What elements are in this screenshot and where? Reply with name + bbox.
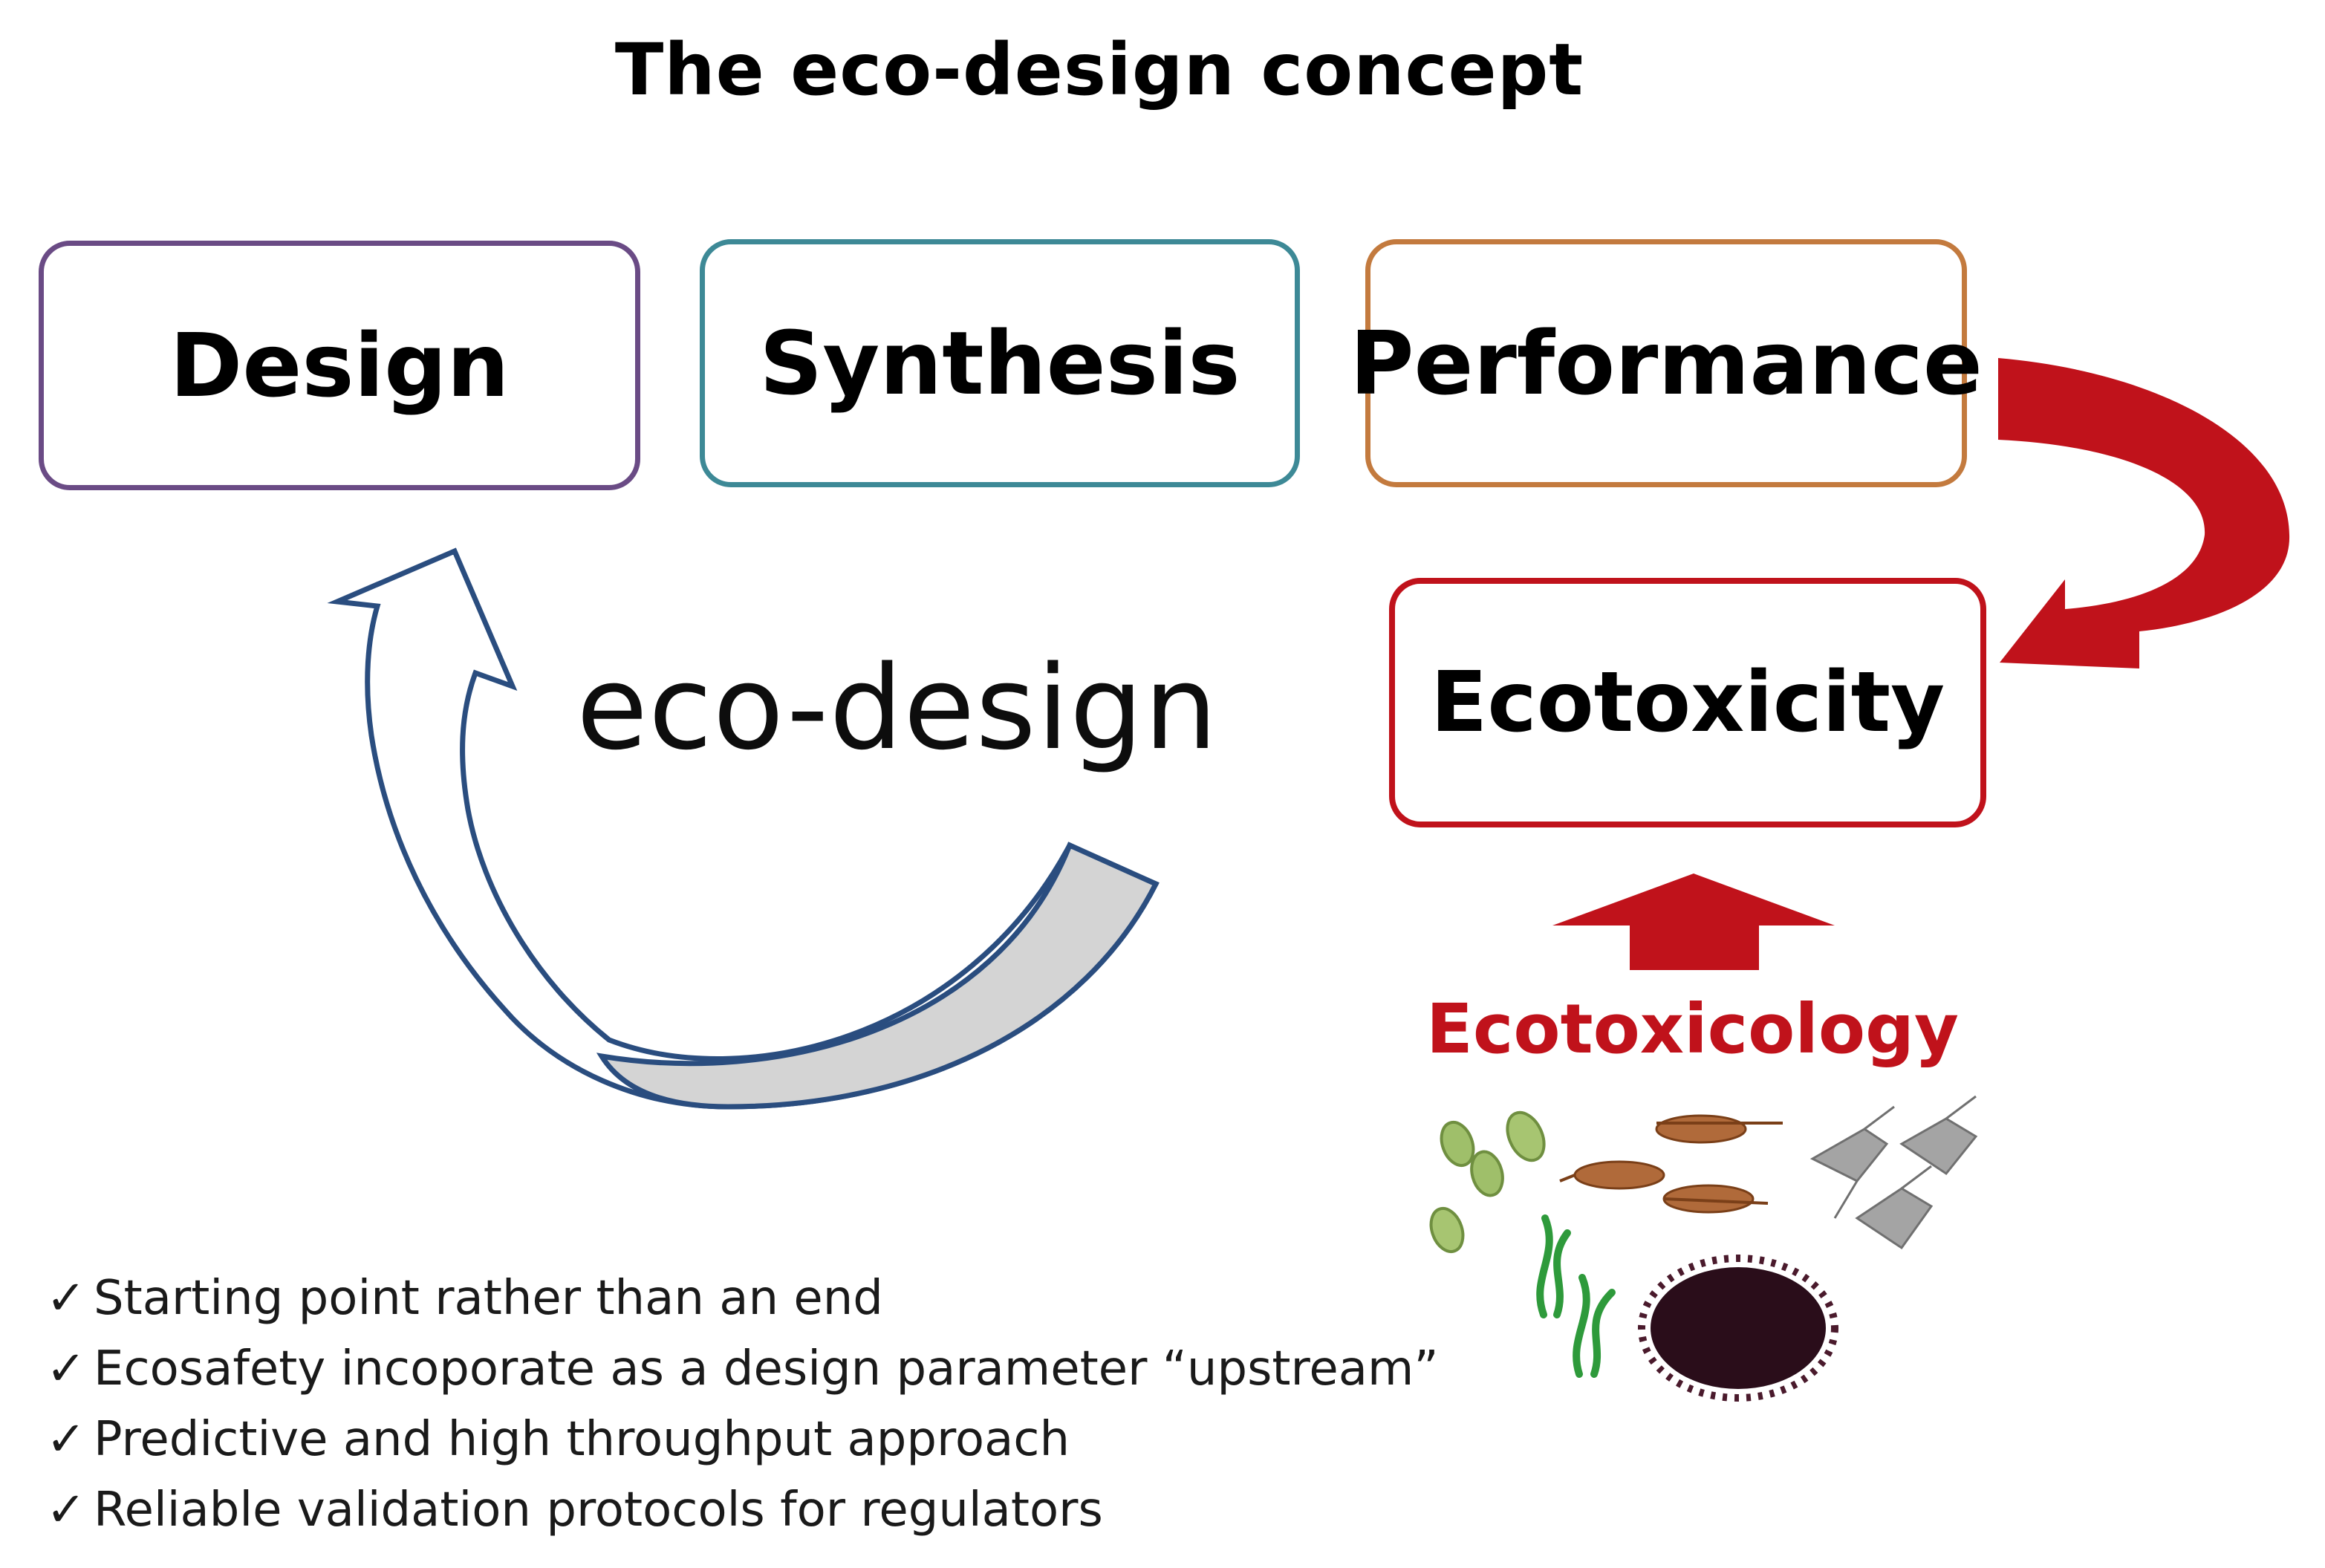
amphipod-icon [1809,1095,1978,1250]
check-icon: ✓ [46,1411,86,1467]
seaweed-icon [1536,1214,1616,1378]
list-item: ✓ Predictive and high throughput approac… [46,1404,1439,1474]
ecotoxicology-label: Ecotoxicology [1426,989,1959,1069]
synthesis-label: Synthesis [759,312,1240,414]
design-box: Design [39,241,640,490]
sea-urchin-icon [1638,1255,1838,1402]
check-icon: ✓ [46,1482,86,1538]
bullet-text: Predictive and high throughput approach [94,1411,1070,1467]
check-icon: ✓ [46,1270,86,1326]
bullet-text: Ecosafety incoporate as a design paramet… [94,1341,1439,1396]
list-item: ✓ Reliable validation protocols for regu… [46,1474,1439,1545]
synthesis-box: Synthesis [700,239,1300,487]
crustacean-icon [1559,1114,1783,1214]
check-icon: ✓ [46,1341,86,1396]
performance-label: Performance [1350,312,1983,414]
eco-design-label: eco-design [576,640,1218,775]
list-item: ✓ Starting point rather than an end [46,1263,1439,1333]
up-red-arrow-shaft [1630,924,1759,970]
ecotoxicity-box: Ecotoxicity [1389,578,1986,827]
list-item: ✓ Ecosafety incoporate as a design param… [46,1333,1439,1404]
performance-box: Performance [1350,239,1983,487]
page-title: The eco-design concept [614,28,1584,111]
bullet-list: ✓ Starting point rather than an end ✓ Ec… [46,1263,1439,1545]
cycle-arrow-band [596,842,1160,1110]
ecotoxicity-label: Ecotoxicity [1430,654,1945,751]
up-red-arrow [1552,874,1835,925]
design-label: Design [169,314,510,417]
curved-red-arrow [1998,358,2290,668]
bullet-text: Starting point rather than an end [94,1270,883,1326]
algae-icon [1429,1110,1546,1254]
bullet-text: Reliable validation protocols for regula… [94,1482,1103,1538]
